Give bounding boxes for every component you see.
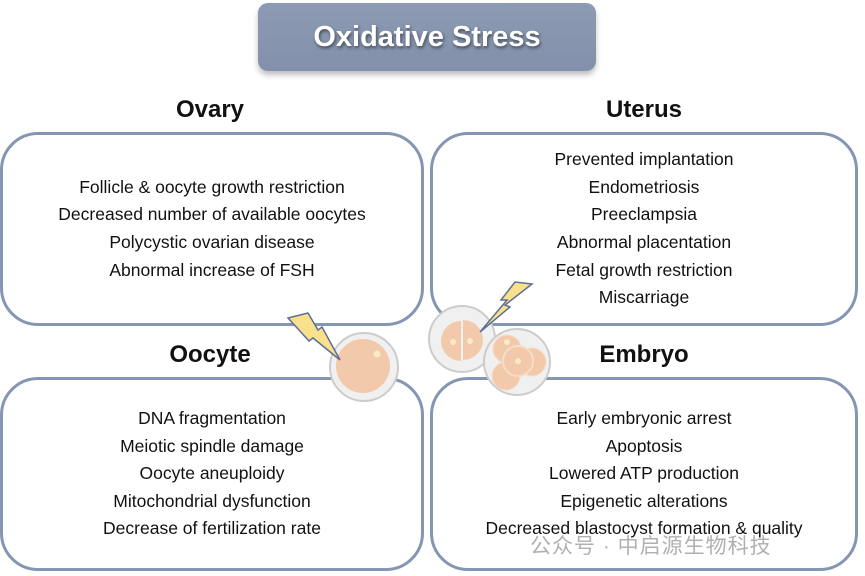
uterus-item: Fetal growth restriction bbox=[555, 259, 733, 280]
oocyte-item: Meiotic spindle damage bbox=[120, 435, 304, 456]
oocyte-item: DNA fragmentation bbox=[138, 408, 286, 429]
uterus-box: Prevented implantation Endometriosis Pre… bbox=[430, 132, 858, 326]
ovary-item: Follicle & oocyte growth restriction bbox=[79, 176, 345, 197]
oocyte-heading: Oocyte bbox=[169, 341, 251, 368]
ovary-heading: Ovary bbox=[175, 96, 245, 123]
uterus-item: Preeclampsia bbox=[590, 204, 698, 225]
embryo-heading: Embryo bbox=[599, 341, 689, 368]
oocyte-item: Mitochondrial dysfunction bbox=[113, 490, 311, 511]
uterus-item: Endometriosis bbox=[588, 176, 700, 197]
ovary-item: Polycystic ovarian disease bbox=[109, 232, 315, 252]
oocyte-item: Decrease of fertilization rate bbox=[103, 518, 321, 539]
oocyte-box: DNA fragmentation Meiotic spindle damage… bbox=[0, 377, 424, 571]
uterus-item: Abnormal placentation bbox=[556, 232, 732, 252]
uterus-heading: Uterus bbox=[605, 96, 683, 123]
oocyte-item: Oocyte aneuploidy bbox=[139, 463, 285, 484]
title: Oxidative Stress bbox=[313, 20, 541, 53]
embryo-item: Early embryonic arrest bbox=[556, 408, 732, 429]
ovary-box: Follicle & oocyte growth restriction Dec… bbox=[0, 132, 424, 326]
embryo-box: Early embryonic arrest Apoptosis Lowered… bbox=[430, 377, 858, 571]
ovary-item: Decreased number of available oocytes bbox=[58, 204, 366, 225]
embryo-item: Apoptosis bbox=[605, 435, 683, 456]
embryo-item: Lowered ATP production bbox=[548, 463, 740, 484]
ovary-item: Abnormal increase of FSH bbox=[109, 259, 315, 280]
watermark: 公众号 · 中启源生物科技 bbox=[530, 535, 772, 558]
embryo-item: Epigenetic alterations bbox=[560, 490, 728, 511]
two-cell-embryo-icon bbox=[428, 305, 496, 373]
lightning-bolt-icon bbox=[479, 281, 534, 333]
four-cell-embryo-icon bbox=[483, 328, 551, 396]
oocyte-cell-icon bbox=[329, 332, 399, 402]
uterus-item: Miscarriage bbox=[598, 287, 690, 308]
title-banner: Oxidative Stress bbox=[258, 3, 596, 71]
embryo-item: Decreased blastocyst formation & quality bbox=[485, 518, 803, 539]
lightning-bolt-icon bbox=[286, 312, 341, 361]
uterus-item: Prevented implantation bbox=[554, 149, 734, 170]
